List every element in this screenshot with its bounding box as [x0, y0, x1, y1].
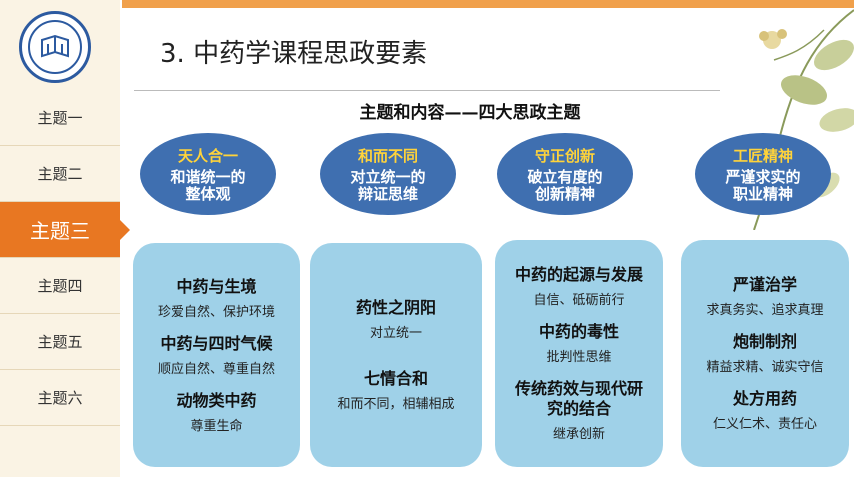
entry-title: 严谨治学 — [732, 275, 797, 294]
entry-title: 中药的起源与发展 — [514, 265, 643, 284]
sidebar-item-topic-4[interactable]: 主题四 — [0, 258, 120, 314]
theme-line: 严谨求实的 — [725, 168, 801, 186]
theme-heading: 天人合一 — [177, 147, 238, 165]
content-entry: 中药与生境 珍爱自然、保护环境 — [133, 277, 300, 320]
top-accent-bar — [122, 0, 854, 8]
theme-oval-3: 守正创新 破立有度的 创新精神 — [497, 133, 633, 215]
content-box-2: 药性之阴阳 对立统一 七情合和 和而不同，相辅相成 — [310, 243, 482, 467]
school-logo — [19, 11, 91, 83]
entry-title: 中药的毒性 — [538, 322, 619, 341]
theme-line: 辩证思维 — [357, 185, 418, 203]
theme-line: 破立有度的 — [527, 168, 603, 186]
content-box-3: 中药的起源与发展 自信、砥砺前行 中药的毒性 批判性思维 传统药效与现代研究的结… — [495, 240, 663, 467]
entry-subtitle: 珍爱自然、保护环境 — [157, 304, 275, 320]
theme-line: 和谐统一的 — [170, 168, 246, 186]
content-entry: 传统药效与现代研究的结合 继承创新 — [495, 379, 663, 442]
entry-title: 中药与四时气候 — [160, 333, 273, 353]
entry-title: 传统药效与现代研究的结合 — [514, 379, 643, 418]
theme-heading: 守正创新 — [534, 147, 595, 165]
entry-subtitle: 求真务实、追求真理 — [706, 303, 824, 318]
entry-subtitle: 自信、砥砺前行 — [533, 293, 625, 308]
theme-heading: 和而不同 — [357, 147, 418, 165]
logo-book-icon — [41, 34, 69, 58]
entry-subtitle: 顺应自然、尊重自然 — [157, 361, 275, 377]
content-entry: 严谨治学 求真务实、追求真理 — [681, 275, 849, 318]
entry-subtitle: 批判性思维 — [546, 350, 612, 365]
sidebar: 主题一 主题二 主题三 主题四 主题五 主题六 — [0, 0, 130, 477]
theme-heading: 工匠精神 — [732, 147, 793, 165]
theme-oval-2: 和而不同 对立统一的 辩证思维 — [320, 133, 456, 215]
theme-line: 创新精神 — [534, 185, 595, 203]
entry-subtitle: 对立统一 — [369, 326, 422, 341]
logo-emblem — [28, 20, 82, 74]
sidebar-item-topic-6[interactable]: 主题六 — [0, 370, 120, 426]
content-entry: 处方用药 仁义仁术、责任心 — [681, 389, 849, 432]
theme-line: 职业精神 — [732, 185, 793, 203]
entry-subtitle: 尊重生命 — [190, 418, 243, 434]
content-entry: 动物类中药 尊重生命 — [133, 391, 300, 434]
content-entry: 炮制制剂 精益求精、诚实守信 — [681, 332, 849, 375]
sidebar-item-topic-2[interactable]: 主题二 — [0, 146, 120, 202]
theme-oval-1: 天人合一 和谐统一的 整体观 — [140, 133, 276, 215]
entry-subtitle: 精益求精、诚实守信 — [706, 360, 824, 375]
sidebar-nav: 主题一 主题二 主题三 主题四 主题五 主题六 — [0, 90, 130, 426]
theme-line: 整体观 — [185, 185, 231, 203]
entry-title: 药性之阴阳 — [355, 298, 436, 317]
sidebar-item-topic-1[interactable]: 主题一 — [0, 90, 120, 146]
entry-title: 中药与生境 — [176, 276, 257, 296]
content-box-4: 严谨治学 求真务实、追求真理 炮制制剂 精益求精、诚实守信 处方用药 仁义仁术、… — [681, 240, 849, 467]
entry-title: 七情合和 — [363, 369, 428, 388]
content-entry: 七情合和 和而不同，相辅相成 — [310, 369, 482, 412]
page-title: 3. 中药学课程思政要素 — [160, 39, 428, 69]
content-entry: 中药的毒性 批判性思维 — [495, 322, 663, 365]
sidebar-item-topic-5[interactable]: 主题五 — [0, 314, 120, 370]
entry-title: 处方用药 — [732, 389, 797, 408]
title-divider — [134, 90, 720, 91]
entry-subtitle: 继承创新 — [552, 427, 605, 442]
entry-title: 动物类中药 — [176, 390, 257, 410]
theme-oval-4: 工匠精神 严谨求实的 职业精神 — [695, 133, 831, 215]
entry-subtitle: 和而不同，相辅相成 — [337, 397, 455, 412]
content-entry: 中药的起源与发展 自信、砥砺前行 — [495, 265, 663, 308]
content-box-1: 中药与生境 珍爱自然、保护环境 中药与四时气候 顺应自然、尊重自然 动物类中药 … — [133, 243, 300, 467]
sidebar-item-topic-3[interactable]: 主题三 — [0, 202, 130, 258]
content-entry: 药性之阴阳 对立统一 — [310, 298, 482, 341]
entry-subtitle: 仁义仁术、责任心 — [712, 417, 817, 432]
content-entry: 中药与四时气候 顺应自然、尊重自然 — [133, 334, 300, 377]
entry-title: 炮制制剂 — [732, 332, 797, 351]
section-subtitle: 主题和内容——四大思政主题 — [359, 103, 581, 123]
theme-line: 对立统一的 — [350, 168, 426, 186]
